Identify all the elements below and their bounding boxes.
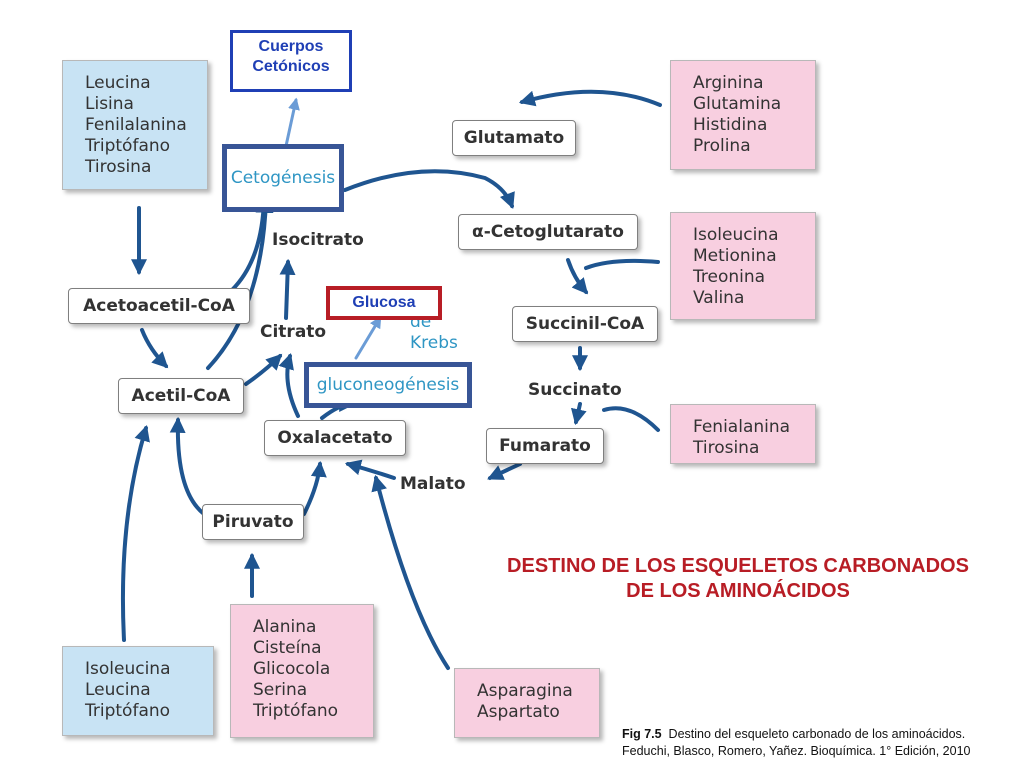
caption-fig-number: Fig 7.5 xyxy=(622,727,662,741)
amino-acid-item: Treonina xyxy=(693,267,766,287)
amino-acid-item: Valina xyxy=(693,288,745,308)
arrow-asparagina-to-malato xyxy=(371,474,450,670)
amino-acid-item: Cisteína xyxy=(253,638,322,658)
amino-acid-item: Arginina xyxy=(693,73,764,93)
amino-acid-item: Glicocola xyxy=(253,659,331,679)
arrow-cetoglutarato-to-succinil xyxy=(566,258,589,295)
amino-acid-item: Leucina xyxy=(85,73,151,93)
box-gluconeogenesis: gluconeogénesis xyxy=(304,362,472,408)
title-line: DE LOS AMINOÁCIDOS xyxy=(626,580,850,602)
arrow-citrato-to-isocitrato xyxy=(279,258,296,320)
arrow-gluconeogenesis-to-glucosa xyxy=(354,315,382,360)
caption-line2: Feduchi, Blasco, Romero, Yañez. Bioquími… xyxy=(622,744,971,758)
caption-line1: Destino del esqueleto carbonado de los a… xyxy=(668,727,966,741)
cuerpos-label-line: Cuerpos xyxy=(258,38,324,55)
arrow-acetil-to-citrato xyxy=(244,353,283,386)
arrow-succinato-to-fumarato xyxy=(570,402,587,426)
label-isocitrato: Isocitrato xyxy=(272,230,364,250)
box-acetil-coa: Acetil-CoA xyxy=(118,378,244,414)
amino-acid-item: Isoleucina xyxy=(85,659,171,679)
cuerpos-label-line: Cetónicos xyxy=(252,58,330,75)
krebs-label-line: Krebs xyxy=(410,333,458,353)
box-cetogenesis: Cetogénesis xyxy=(222,144,344,212)
box-acetoacetil-coa: Acetoacetil-CoA xyxy=(68,288,250,324)
amino-acid-item: Alanina xyxy=(253,617,317,637)
arrow-acetoacetil-to-acetil xyxy=(140,328,169,369)
amino-acid-item: Serina xyxy=(253,680,308,700)
amino-acid-item: Metionina xyxy=(693,246,777,266)
arrow-piruvato-to-acetil xyxy=(169,416,206,516)
box-fumarato: Fumarato xyxy=(486,428,604,464)
amino-acid-item: Glutamina xyxy=(693,94,782,114)
arrow-cycle-top-arc xyxy=(343,169,515,209)
box-piruvato: Piruvato xyxy=(202,504,304,540)
amino-acid-item: Asparagina xyxy=(477,681,573,701)
amino-acid-item: Prolina xyxy=(693,136,751,156)
amino-acid-item: Aspartato xyxy=(477,702,560,722)
arrow-isoleucina-to-succinil xyxy=(584,258,660,270)
amino-acid-item: Fenialanina xyxy=(693,417,791,437)
arrow-arginina-to-glutamato xyxy=(518,89,662,107)
arrow-malato-to-oxalacetato xyxy=(344,459,396,480)
figure-caption: Fig 7.5 Destino del esqueleto carbonado … xyxy=(622,726,970,760)
label-citrato: Citrato xyxy=(260,322,327,342)
amino-acid-item: Triptófano xyxy=(253,701,339,721)
arrow-fenialanina-to-fumarato xyxy=(602,406,660,432)
amino-acid-item: Histidina xyxy=(693,115,768,135)
label-succinato: Succinato xyxy=(528,380,622,400)
amino-acid-item: Leucina xyxy=(85,680,151,700)
amino-acid-item: Fenilalanina xyxy=(85,115,187,135)
title-line: DESTINO DE LOS ESQUELETOS CARBONADOS xyxy=(507,555,969,577)
box-glucosa: Glucosa xyxy=(326,286,442,320)
box-alfa-cetoglutarato: α-Cetoglutarato xyxy=(458,214,638,250)
label-malato: Malato xyxy=(400,474,466,494)
arrow-acetoacetil-to-cetogenesis xyxy=(230,196,272,292)
arrow-piruvato-to-oxalacetato xyxy=(302,460,327,516)
amino-acid-item: Tirosina xyxy=(693,438,760,458)
amino-acid-item: Isoleucina xyxy=(693,225,779,245)
amino-acid-item: Lisina xyxy=(85,94,134,114)
amino-acid-item: Tirosina xyxy=(85,157,152,177)
box-oxalacetato: Oxalacetato xyxy=(264,420,406,456)
box-glutamato: Glutamato xyxy=(452,120,576,156)
amino-acid-item: Triptófano xyxy=(85,136,171,156)
diagram-title: DESTINO DE LOS ESQUELETOS CARBONADOS DE L… xyxy=(466,554,1010,604)
amino-acid-item: Triptófano xyxy=(85,701,171,721)
arrow-fumarato-to-malato xyxy=(487,462,522,480)
box-succinil-coa: Succinil-CoA xyxy=(512,306,658,342)
arrow-isoleucina-to-acetil xyxy=(120,424,150,642)
arrow-cetogenesis-to-cuerpos xyxy=(284,97,300,148)
arrow-oxalacetato-to-citrato xyxy=(278,352,300,418)
